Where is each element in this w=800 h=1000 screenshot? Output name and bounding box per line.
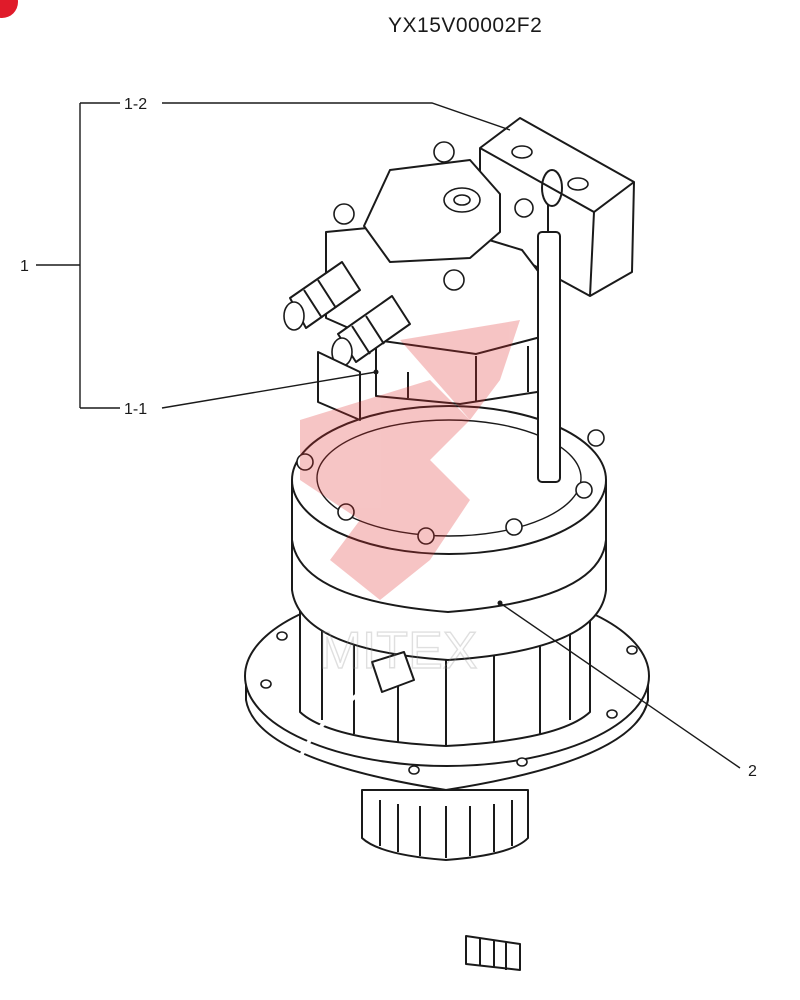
flange-holes [260,631,638,775]
level-gauge [537,169,563,483]
motor-bracket [317,351,361,421]
motor-cover [333,141,534,291]
watermark-text: MITEX [319,622,478,680]
callout-1-1: 1-1 [124,401,147,418]
reduction-casing [291,405,607,661]
corner-mark [0,0,18,18]
callout-leaders [36,102,741,769]
callout-1: 1 [20,258,29,275]
callout-2: 2 [748,763,757,780]
callout-1-2: 1-2 [124,96,147,113]
drain-hose [286,651,521,971]
drawing-code: YX15V00002F2 [388,14,543,37]
casing-bolts [296,429,605,545]
mitex-watermark: MITEX [300,320,520,681]
relief-valves [283,261,411,367]
pinion-gear [361,789,529,861]
